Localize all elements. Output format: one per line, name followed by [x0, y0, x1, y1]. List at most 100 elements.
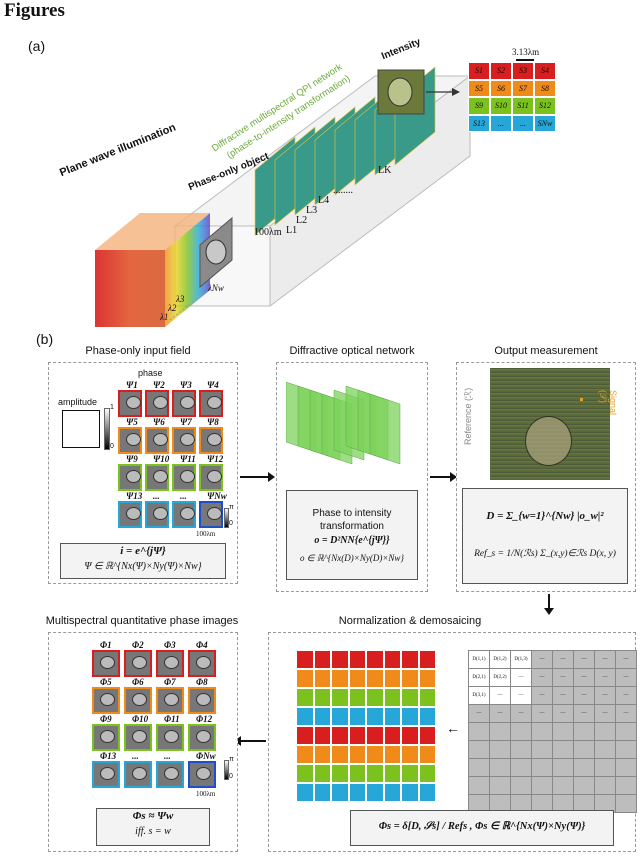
mosaic-cell: ...: [490, 114, 512, 132]
arrow-input-to-network: [240, 476, 270, 478]
norm-cell: [401, 650, 419, 669]
amplitude-colorbar: [104, 408, 110, 450]
matrix-cell: [468, 758, 490, 777]
norm-cell: [348, 764, 366, 783]
figures-heading: Figures: [4, 0, 65, 21]
phase-image-label: Ψ3: [180, 380, 192, 390]
phase-image: [124, 650, 152, 677]
layer-label-4: L4: [318, 195, 330, 206]
phase-image-label: Ψ5: [126, 417, 138, 427]
matrix-cell: —: [594, 704, 616, 723]
phase-image: [145, 501, 169, 528]
norm-cell: [313, 745, 331, 764]
matrix-cell: [573, 776, 595, 795]
phase-image-label: Φ3: [164, 640, 176, 650]
input-formula-1: i = e^{jΨ}: [120, 545, 166, 557]
matrix-cell: [615, 758, 637, 777]
mosaic-cell: S6: [490, 79, 512, 97]
multispectral-scale: 100λm: [196, 790, 216, 798]
input-scale: 100λm: [196, 530, 216, 538]
phase-image: [145, 464, 169, 491]
multispectral-colorbar: [224, 760, 229, 780]
phase-image: [118, 464, 142, 491]
mosaic-cell: S3: [512, 62, 534, 80]
phase-image-label: Ψ2: [153, 380, 165, 390]
layer-dots: ........: [333, 185, 353, 196]
norm-cell: [383, 745, 401, 764]
phase-image-label: Ψ13: [126, 491, 143, 501]
phase-image-label: Φ7: [164, 677, 176, 687]
norm-cell: [401, 726, 419, 745]
norm-cell: [296, 650, 314, 669]
norm-cell: [366, 707, 384, 726]
panel-b-label: (b): [36, 331, 54, 347]
arrow-norm-to-multispectral: [240, 740, 266, 742]
panel-a-label: (a): [28, 38, 46, 54]
phase-image: [188, 724, 216, 751]
phase-image: [199, 427, 223, 454]
phase-image-label: Ψ1: [126, 380, 138, 390]
mosaic-scale-label: 3.13λm: [512, 47, 540, 57]
norm-cell: [296, 707, 314, 726]
norm-cell: [331, 650, 349, 669]
phase-image: [124, 724, 152, 751]
matrix-cell: [489, 758, 511, 777]
cube-top: [95, 213, 210, 250]
matrix-cell: —: [594, 686, 616, 705]
matrix-cell: [615, 794, 637, 813]
arrow-input-to-network-head: [268, 472, 275, 482]
matrix-cell: [615, 722, 637, 741]
phase-image-label: Ψ4: [207, 380, 219, 390]
norm-cell: [418, 745, 436, 764]
amp-scale-top: 1: [110, 404, 114, 411]
input-formula-2: Ψ ∈ ℝ^{Nx(Ψ)×Ny(Ψ)×Nw}: [84, 561, 202, 572]
arrow-network-to-output: [430, 476, 452, 478]
multispectral-formula-2: iff. s = w: [135, 826, 171, 837]
matrix-cell: [489, 722, 511, 741]
layer-label-k: LK: [378, 165, 392, 176]
matrix-cell: —: [594, 650, 616, 669]
mosaic-cell: S5: [468, 79, 490, 97]
phase-image-label: Ψ12: [207, 454, 224, 464]
matrix-cell: D(1,2): [489, 650, 511, 669]
phase-image: [199, 464, 223, 491]
phase-image: [172, 464, 196, 491]
norm-cell: [401, 764, 419, 783]
norm-cell: [383, 688, 401, 707]
matrix-cell: [573, 722, 595, 741]
matrix-cell: [615, 740, 637, 759]
phase-image: [156, 650, 184, 677]
network-layers-graphic: [286, 382, 401, 465]
matrix-cell: [552, 722, 574, 741]
norm-cell: [331, 764, 349, 783]
matrix-cell: [510, 776, 532, 795]
phase-image: [188, 761, 216, 788]
norm-cell: [331, 669, 349, 688]
matrix-cell: [594, 776, 616, 795]
norm-cell: [296, 783, 314, 802]
input-phase-bottom: 0: [229, 520, 233, 527]
normalization-grid: [296, 650, 438, 802]
matrix-cell: —: [531, 686, 553, 705]
phase-image: [188, 687, 216, 714]
mosaic-cell: S4: [534, 62, 556, 80]
matrix-cell: [594, 758, 616, 777]
phase-label: phase: [138, 368, 163, 378]
norm-cell: [383, 783, 401, 802]
matrix-cell: —: [615, 668, 637, 687]
layer-label-2: L2: [296, 215, 308, 226]
norm-cell: [401, 669, 419, 688]
cube-front: [95, 250, 165, 327]
norm-cell: [418, 783, 436, 802]
matrix-cell: —: [573, 686, 595, 705]
norm-cell: [418, 688, 436, 707]
phase-image-label: Φ13: [100, 751, 117, 761]
matrix-cell: —: [531, 668, 553, 687]
phase-image: [172, 427, 196, 454]
input-phase-colorbar: [224, 508, 229, 528]
panel-a-diagram: [95, 66, 472, 327]
mosaic-cell: S7: [512, 79, 534, 97]
output-measurement-image: [490, 368, 610, 480]
mosaic-cell: S9: [468, 97, 490, 115]
